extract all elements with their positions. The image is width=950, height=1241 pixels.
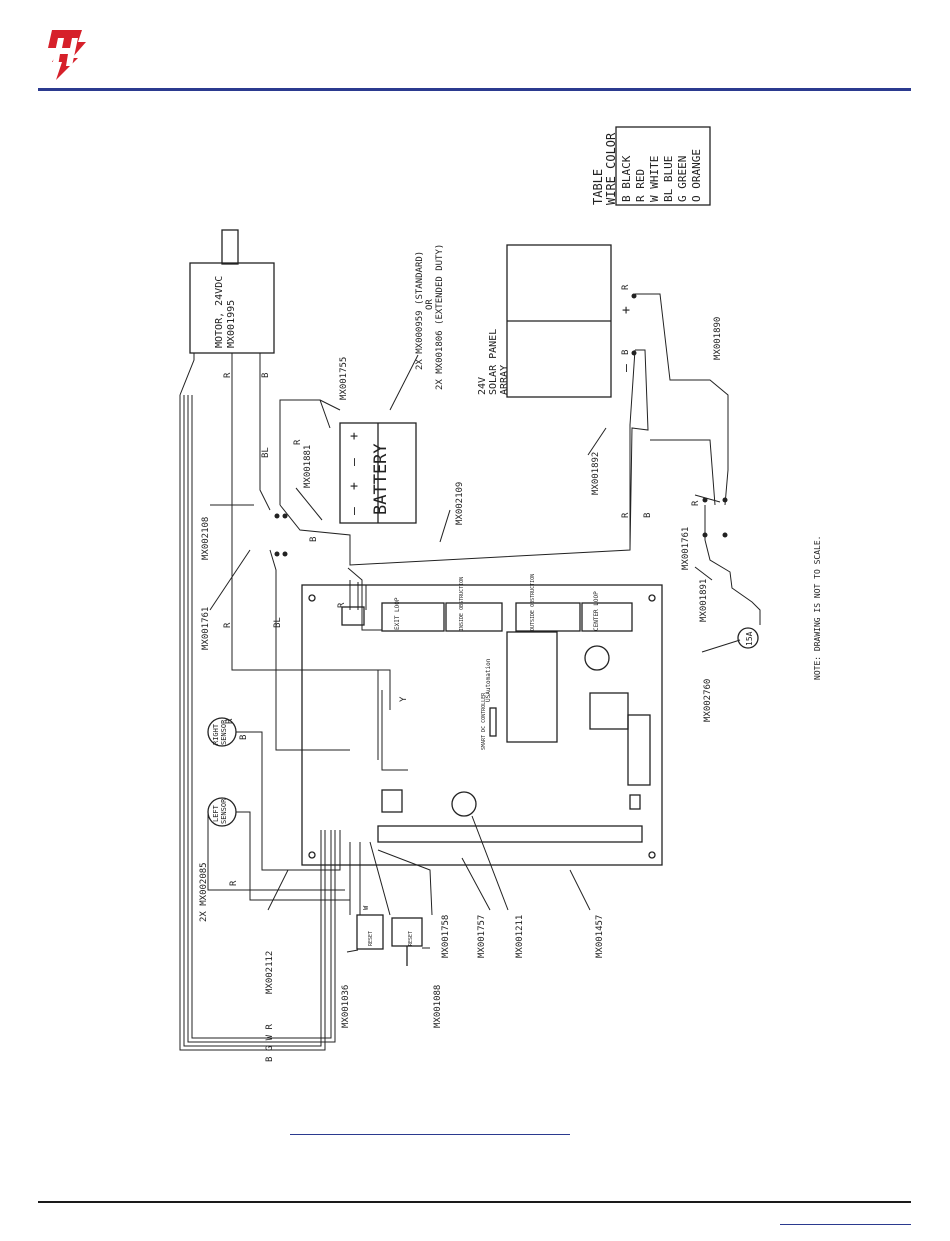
diagram-label: B <box>621 350 631 355</box>
footer-link-underline[interactable] <box>780 1224 911 1225</box>
outside-obstruction-connector <box>515 602 581 632</box>
diagram-label: MX001088 <box>433 985 443 1028</box>
terminal-block <box>377 825 643 843</box>
diagram-label: R <box>229 880 239 886</box>
left-sensor-label-1: LEFT <box>212 804 220 822</box>
diagram-label: MX001758 <box>441 915 451 958</box>
controller-brand: USAutomation <box>485 658 492 702</box>
diagram-label: MX001211 <box>515 915 525 958</box>
fuse-icon <box>737 627 759 649</box>
diagram-label: BL <box>261 447 271 458</box>
exit-loop-label: EXIT LOOP <box>394 597 401 630</box>
solar-label-3: ARRAY <box>499 365 510 395</box>
left-sensor-label-2: SENSOR <box>220 798 228 824</box>
diagram-label: MX001890 <box>713 317 723 360</box>
battery-note-2: 2X MX001806 (EXTENDED DUTY) <box>435 244 445 390</box>
diagram-label: B <box>261 373 271 378</box>
diagram-label: R <box>621 512 631 518</box>
diagram-label: MX001761 <box>201 607 211 650</box>
diagram-label: + <box>347 482 362 490</box>
page-header <box>0 0 950 92</box>
diagram-label: + <box>347 432 362 440</box>
inside-obstruction-label: INSIDE OBSTRUCTION <box>459 577 465 631</box>
controller-board <box>301 584 663 866</box>
wire-table-row: O ORANGE <box>690 149 703 202</box>
reset-switch-1 <box>356 914 384 950</box>
motor-shaft <box>221 229 239 265</box>
battery-note-or: OR <box>425 299 435 310</box>
diagram-label: MX001457 <box>595 915 605 958</box>
reset-label-1: RESET <box>368 931 374 946</box>
diagram-label: – <box>619 364 634 372</box>
reset-label-2: RESET <box>408 931 414 946</box>
wire-table-title-2: WIRE COLOR <box>604 132 618 205</box>
diagram-label: R <box>223 622 233 628</box>
diagram-label: MX001755 <box>339 357 349 400</box>
diagram-label: + <box>619 306 634 314</box>
wiring-diagram: TABLE WIRE COLOR B BLACK R RED W WHITE B… <box>179 126 822 1062</box>
diagram-label: B <box>643 513 653 518</box>
diagram-label: Y <box>399 696 409 702</box>
wire-table-row: W WHITE <box>648 156 661 202</box>
wire-table-row: G GREEN <box>676 156 689 202</box>
solar-label-2: SOLAR PANEL <box>488 329 499 395</box>
diagram-label: MX002760 <box>703 679 713 722</box>
diagram-label: – <box>347 458 362 466</box>
part-callouts: MX001755 MX001881 MX002109 MX002108 MX00… <box>199 317 723 1028</box>
diagram-label: R <box>225 718 235 724</box>
inside-obstruction-connector <box>445 602 503 632</box>
outside-obstruction-label: OUTSIDE OBSTRUCTION <box>530 574 536 631</box>
motor-label: MOTOR, 24VDC <box>214 276 225 348</box>
center-loop-connector <box>581 602 633 632</box>
header-rule <box>38 88 911 91</box>
diagram-label: MX002108 <box>201 517 211 560</box>
diagram-label: MX001881 <box>303 445 313 488</box>
battery-note-1: 2X MX000959 (STANDARD) <box>415 251 425 370</box>
diagram-label: MX001892 <box>591 452 601 495</box>
diagram-label: – <box>347 507 362 515</box>
diagram-label: BL <box>273 617 283 628</box>
diagram-label: MX001757 <box>477 915 487 958</box>
right-sensor-label-2: SENSOR <box>220 719 228 745</box>
exit-loop-connector <box>381 602 445 632</box>
diagram-label: R <box>293 439 303 445</box>
footer-rule <box>38 1201 911 1203</box>
diagram-label: MX002109 <box>455 482 465 525</box>
wire-table-title-1: TABLE <box>591 169 605 205</box>
wire-color-markers: R B BL R B R BL R R B R B R R B R Y W B … <box>223 284 701 1062</box>
battery-label: BATTERY <box>371 443 391 515</box>
scale-note: NOTE: DRAWING IS NOT TO SCALE. <box>813 536 822 681</box>
diagram-label: R <box>337 602 347 608</box>
diagram-label: MX001891 <box>699 579 709 622</box>
document-link-underline[interactable] <box>290 1134 570 1135</box>
diagram-label: R <box>223 372 233 378</box>
wire-table-row: R RED <box>634 169 647 202</box>
diagram-label: W <box>362 905 370 910</box>
fuse-label: 15A <box>745 631 754 646</box>
brand-logo-icon <box>48 30 86 80</box>
wire-color-table-box <box>615 126 711 206</box>
diagram-label: B <box>239 735 249 740</box>
right-sensor-label-1: RIGHT <box>212 723 220 745</box>
diagram-label: B <box>309 537 319 542</box>
diagram-label: R <box>691 500 701 506</box>
diagram-label: R <box>621 284 631 290</box>
reset-switch-2 <box>391 917 423 947</box>
diagram-label: MX001761 <box>681 527 691 570</box>
controller-label: SMART DC CONTROLLER <box>481 692 487 750</box>
diagram-label: MX001036 <box>341 985 351 1028</box>
wire-table-row: BL BLUE <box>662 156 675 202</box>
center-loop-label: CENTER LOOP <box>593 591 600 631</box>
wire-color-table: TABLE WIRE COLOR B BLACK R RED W WHITE B… <box>591 132 703 205</box>
diagram-label: MX002112 <box>265 951 275 994</box>
solar-label-1: 24V <box>477 377 488 395</box>
controller-chip <box>506 631 558 743</box>
harness-wire-colors: B G W R <box>265 1023 275 1062</box>
motor-part-number: MX001995 <box>226 300 237 348</box>
wire-table-row: B BLACK <box>620 155 633 202</box>
diagram-label: 2X MX002085 <box>199 862 209 922</box>
